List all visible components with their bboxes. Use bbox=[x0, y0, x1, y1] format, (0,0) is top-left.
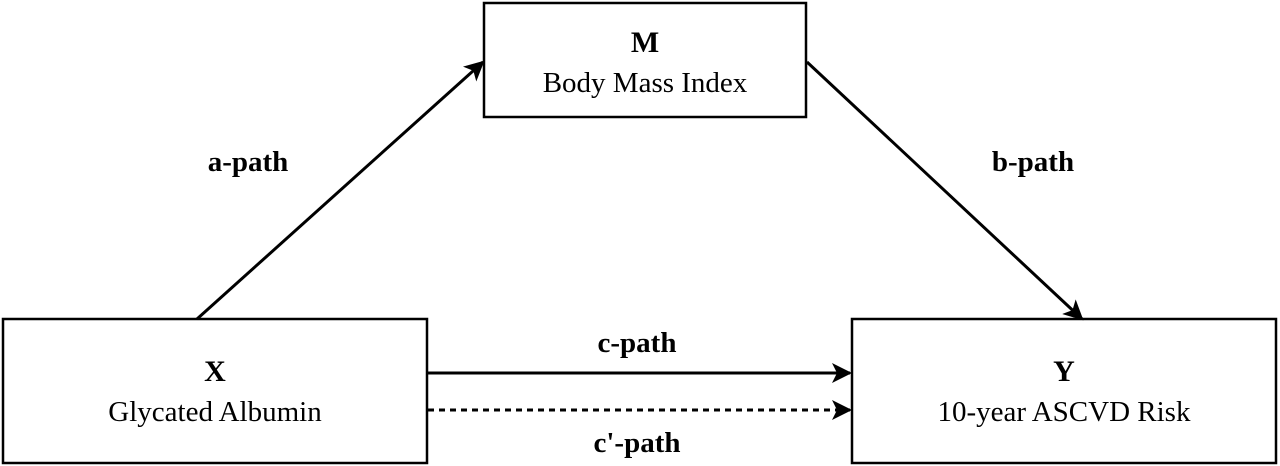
b-path-label: b-path bbox=[992, 146, 1074, 178]
a-path-arrow bbox=[195, 60, 485, 321]
c-prime-path-label: c'-path bbox=[594, 427, 681, 459]
node-x-letter: X bbox=[204, 355, 226, 388]
node-y: Y 10-year ASCVD Risk bbox=[850, 317, 1278, 465]
a-path-label: a-path bbox=[208, 146, 289, 178]
node-m-box bbox=[482, 1, 808, 119]
node-m-letter: M bbox=[631, 26, 659, 59]
b-path-arrow bbox=[805, 60, 1084, 321]
node-y-box bbox=[850, 317, 1278, 465]
node-x: X Glycated Albumin bbox=[1, 317, 429, 465]
c-path-label: c-path bbox=[598, 327, 677, 359]
node-y-letter: Y bbox=[1053, 355, 1075, 388]
node-x-name: Glycated Albumin bbox=[108, 396, 322, 428]
node-m: M Body Mass Index bbox=[482, 1, 808, 119]
node-x-box bbox=[1, 317, 429, 465]
node-y-name: 10-year ASCVD Risk bbox=[938, 396, 1191, 428]
node-m-name: Body Mass Index bbox=[543, 67, 748, 99]
